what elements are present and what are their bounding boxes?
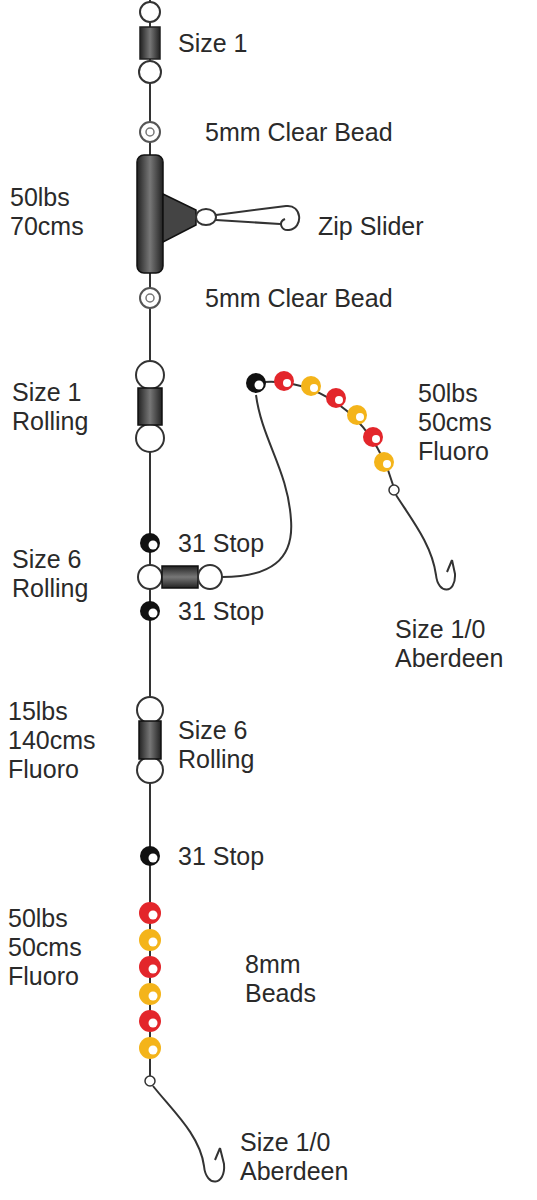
part-label: 50lbs 50cms Fluoro [418,379,523,466]
clear-bead [140,122,160,142]
part-label: 8mm Beads [245,950,335,1008]
part-label: 15lbs 140cms Fluoro [8,697,113,784]
part-label: 5mm Clear Bead [205,284,393,313]
clear-bead [140,288,160,308]
part-label: 31 Stop [178,529,264,558]
rolling-swivel [136,361,164,452]
part-label: Size 1/0 Aberdeen [395,615,530,673]
part-label: 31 Stop [178,597,264,626]
rolling-swivel [137,697,163,783]
part-label: 5mm Clear Bead [205,118,393,147]
stop-bead [140,533,160,553]
part-label: Size 1 Rolling [12,378,107,436]
part-label: Size 1/0 Aberdeen [240,1128,375,1186]
part-label: Size 6 Rolling [178,716,288,774]
stop-bead [140,846,160,866]
part-label: 50lbs 70cms [10,183,95,241]
stop-bead [140,601,160,621]
snood [138,371,455,590]
part-label: Zip Slider [318,212,424,241]
swivel [139,2,161,83]
part-label: Size 6 Rolling [12,545,112,603]
zip-slider [137,155,299,273]
part-label: Size 1 [178,29,247,58]
hook [145,1076,224,1182]
part-label: 50lbs 50cms Fluoro [8,904,113,991]
bead-stack [139,902,161,1059]
part-label: 31 Stop [178,842,264,871]
